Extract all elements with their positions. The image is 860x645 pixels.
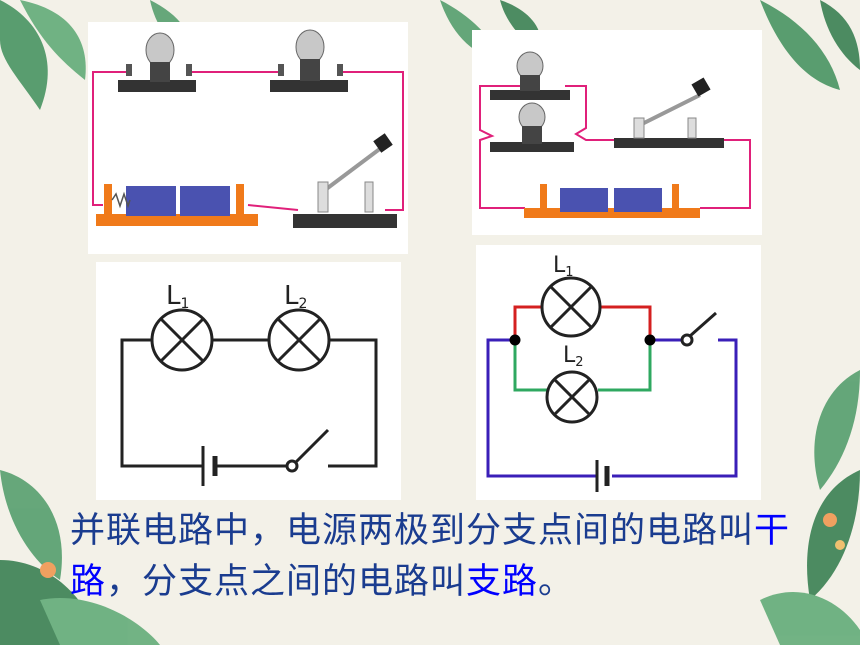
- caption-part3: 。: [538, 562, 575, 602]
- battery-icon: [524, 184, 700, 218]
- label-l1-parallel: L1: [553, 253, 574, 280]
- series-schematic: [96, 262, 401, 500]
- battery-icon: [96, 184, 258, 226]
- label-l1-series: L1: [166, 281, 189, 312]
- series-schematic-drawing: [120, 308, 378, 486]
- caption-text: 并联电路中，电源两极到分支点间的电路叫干路，分支点之间的电路叫支路。: [70, 506, 830, 608]
- lamp-icon: [270, 29, 348, 92]
- lamp-icon: [490, 102, 574, 152]
- term-main-circuit: 干路: [70, 511, 791, 602]
- flower-decoration: [40, 513, 845, 578]
- series-physical-circuit: [92, 29, 404, 228]
- battery-icon: [595, 460, 610, 492]
- lamp-icon: [490, 51, 570, 100]
- parallel-schematic: [476, 245, 761, 500]
- switch-icon: [614, 77, 724, 148]
- label-l2-parallel: L2: [563, 343, 584, 370]
- term-branch-circuit: 支路: [466, 562, 539, 602]
- caption-part1: 并联电路中，电源两极到分支点间的电路叫: [70, 511, 755, 551]
- lamp-icon: [118, 32, 196, 92]
- lamp-icon: [545, 370, 599, 424]
- switch-icon: [293, 133, 397, 228]
- lamp-icon: [267, 308, 331, 372]
- caption-part2: ，分支点之间的电路叫: [106, 562, 467, 602]
- battery-icon: [201, 446, 218, 486]
- lamp-icon: [540, 276, 602, 338]
- switch-icon: [285, 428, 330, 473]
- switch-icon: [680, 311, 717, 347]
- parallel-schematic-drawing: [486, 276, 738, 492]
- lamp-icon: [150, 308, 214, 372]
- label-l2-series: L2: [284, 281, 307, 312]
- parallel-physical-circuit: [479, 51, 751, 218]
